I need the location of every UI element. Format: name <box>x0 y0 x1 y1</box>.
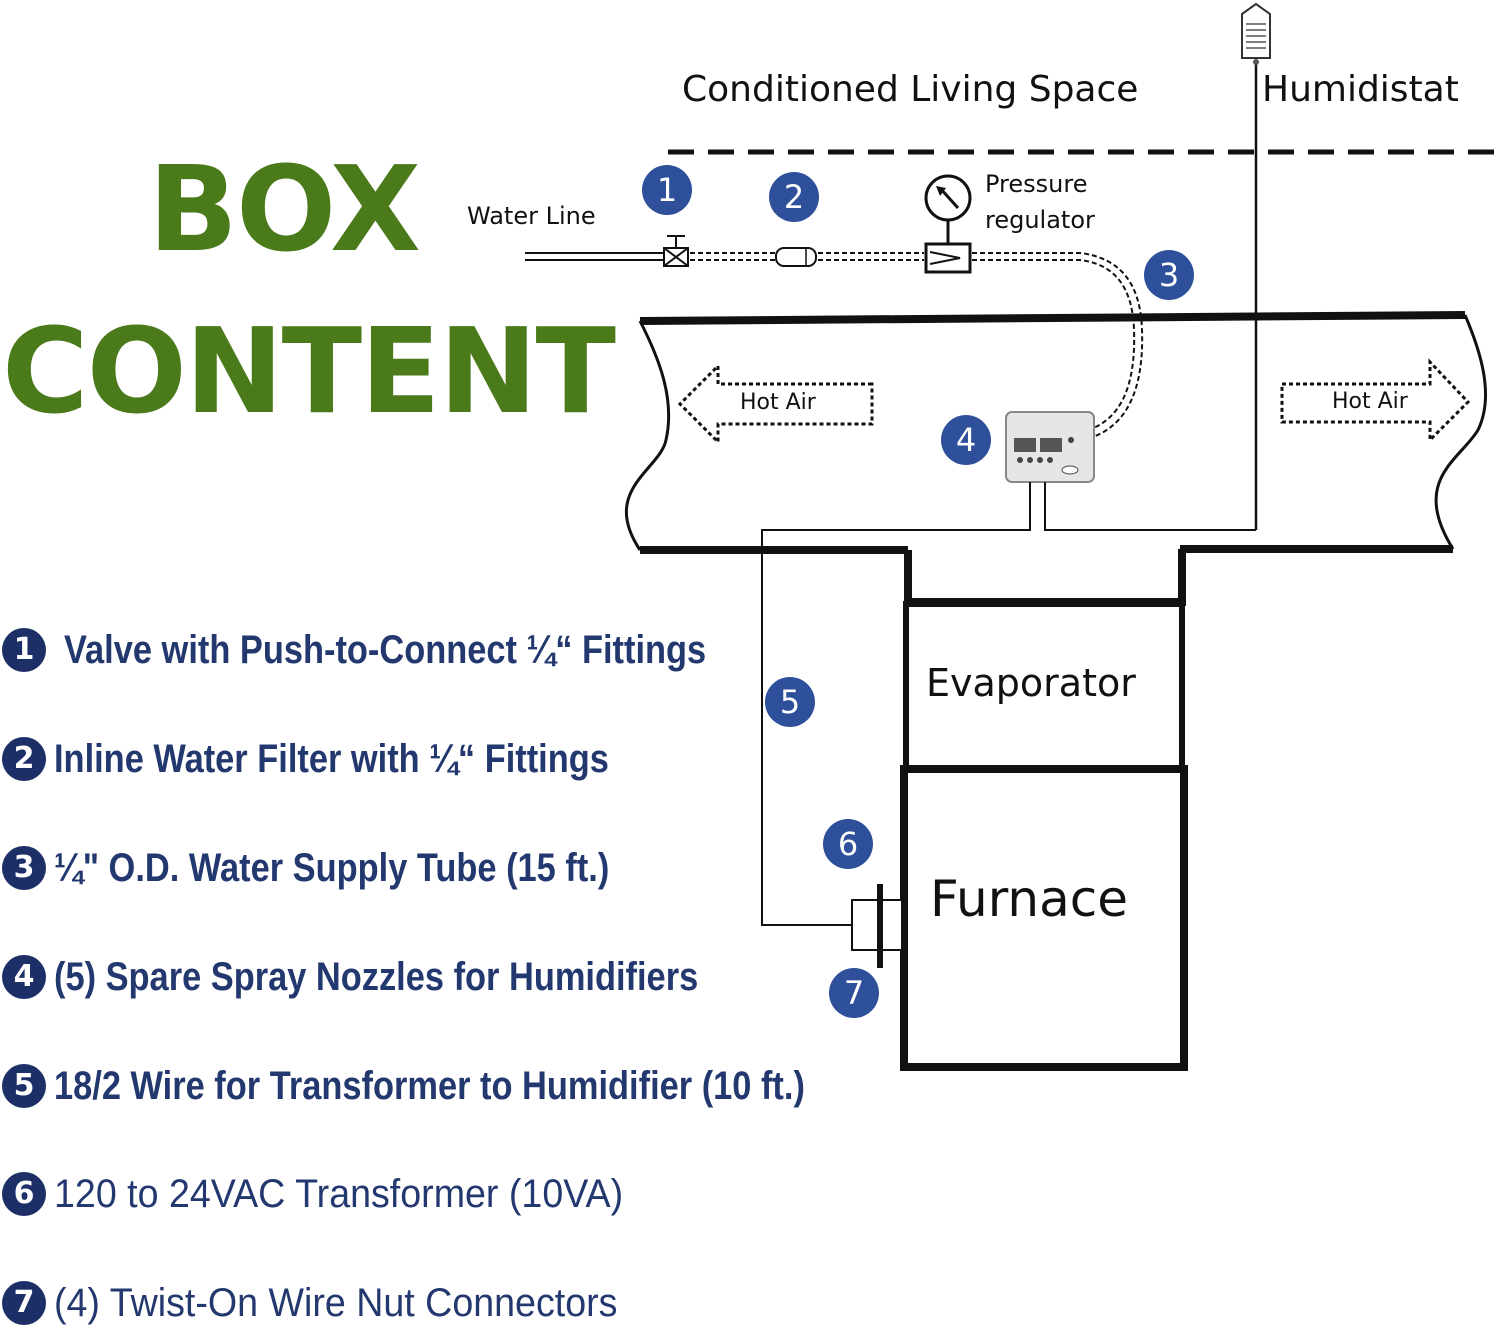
legend-number: 5 <box>2 1064 46 1108</box>
marker-2: 2 <box>769 172 819 222</box>
valve-icon <box>663 235 689 267</box>
legend-item-1: 1 Valve with Push-to-Connect ¼“ Fittings <box>2 626 902 676</box>
legend-number: 2 <box>2 737 46 781</box>
legend-text: ¼" O.D. Water Supply Tube (15 ft.) <box>54 846 610 890</box>
transformer-icon <box>851 884 903 968</box>
legend-number: 7 <box>2 1281 46 1325</box>
legend-text: (5) Spare Spray Nozzles for Humidifiers <box>54 955 699 999</box>
legend-item-5: 5 18/2 Wire for Transformer to Humidifie… <box>2 1062 902 1112</box>
marker-4: 4 <box>941 415 991 465</box>
marker-1: 1 <box>642 165 692 215</box>
humidifier-wire-b <box>1044 482 1256 531</box>
humidistat-icon <box>1241 2 1271 65</box>
marker-5: 5 <box>765 677 815 727</box>
legend-number: 6 <box>2 1172 46 1216</box>
legend-item-2: 2 Inline Water Filter with ¼“ Fittings <box>2 735 902 785</box>
plenum <box>904 549 1186 606</box>
water-line-label: Water Line <box>467 202 596 230</box>
hot-air-left-arrow <box>677 362 874 446</box>
legend-number: 3 <box>2 846 46 890</box>
legend-item-3: 3 ¼" O.D. Water Supply Tube (15 ft.) <box>2 844 902 894</box>
legend-text: Valve with Push-to-Connect ¼“ Fittings <box>64 628 707 672</box>
living-space-label: Conditioned Living Space <box>682 69 1139 110</box>
pressure-regulator-label-2: regulator <box>985 206 1095 234</box>
pressure-regulator-icon <box>924 174 972 274</box>
title-content: CONTENT <box>2 302 616 440</box>
humidifier-unit <box>1005 411 1095 483</box>
humidistat-label: Humidistat <box>1262 69 1459 110</box>
legend-item-6: 6 120 to 24VAC Transformer (10VA) <box>2 1170 902 1220</box>
pressure-regulator-label-1: Pressure <box>985 170 1088 198</box>
legend-text: 120 to 24VAC Transformer (10VA) <box>54 1172 624 1216</box>
hot-air-right-arrow <box>1280 358 1471 444</box>
legend-text: (4) Twist-On Wire Nut Connectors <box>54 1281 618 1325</box>
legend-text: 18/2 Wire for Transformer to Humidifier … <box>54 1064 805 1108</box>
hot-air-right-label: Hot Air <box>1332 389 1408 414</box>
furnace-label: Furnace <box>930 870 1128 928</box>
marker-6: 6 <box>823 819 873 869</box>
marker-7: 7 <box>829 968 879 1018</box>
hot-air-left-label: Hot Air <box>740 390 816 415</box>
legend-number: 1 <box>2 628 46 672</box>
legend-item-7: 7 (4) Twist-On Wire Nut Connectors <box>2 1279 902 1329</box>
humidifier-wire-a <box>761 482 1031 926</box>
legend-number: 4 <box>2 955 46 999</box>
evaporator-label: Evaporator <box>926 661 1136 705</box>
furnace-box <box>900 765 1188 1071</box>
water-supply-tube <box>972 252 1144 439</box>
inline-filter-icon <box>775 247 817 267</box>
marker-3: 3 <box>1144 250 1194 300</box>
legend-item-4: 4 (5) Spare Spray Nozzles for Humidifier… <box>2 953 902 1003</box>
air-duct <box>624 311 1488 554</box>
legend-text: Inline Water Filter with ¼“ Fittings <box>54 737 609 781</box>
title-box: BOX <box>148 140 421 278</box>
